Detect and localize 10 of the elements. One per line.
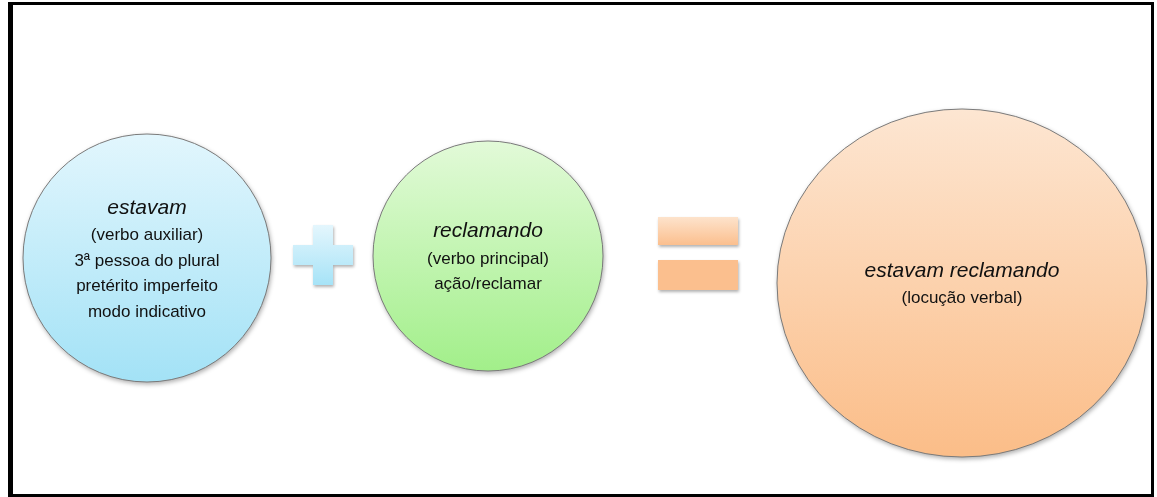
term-heading: estavam [107,194,187,219]
term-heading: reclamando [433,218,543,243]
term-heading: estavam reclamando [864,258,1060,283]
term-description: pretérito imperfeito [76,276,218,296]
term-description: (verbo auxiliar) [90,224,204,245]
term-description: ação/reclamar [434,274,542,294]
term-description: modo indicativo [87,301,207,322]
term-description: (verbo principal) [427,248,549,269]
term-description: (locução verbal) [901,288,1023,308]
term-description: 3ª pessoa do plural [74,250,220,271]
